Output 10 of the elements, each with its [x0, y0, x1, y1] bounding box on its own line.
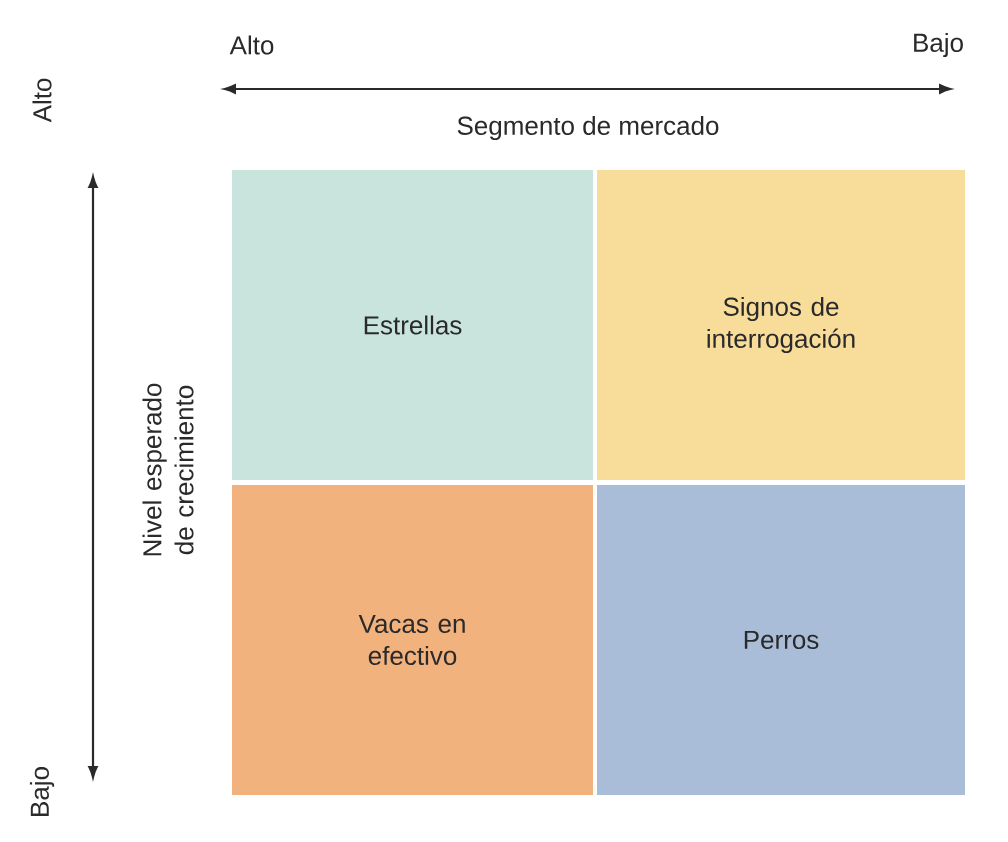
quadrant-box: Signos de interrogación [597, 170, 965, 480]
axis-label: Alto [32, 78, 52, 123]
axis-label: Bajo [29, 767, 55, 816]
axis-label: Segmento de mercado [457, 115, 719, 141]
quadrant-box: Estrellas [232, 170, 593, 480]
quadrant-box: Vacas en efectivo [232, 485, 593, 795]
axis-label: Alto [229, 35, 274, 55]
axis-label: Bajo [914, 32, 963, 58]
quadrant-box: Perros [597, 485, 965, 795]
axis-label: Nivel esperado de crecimiento [142, 383, 194, 556]
